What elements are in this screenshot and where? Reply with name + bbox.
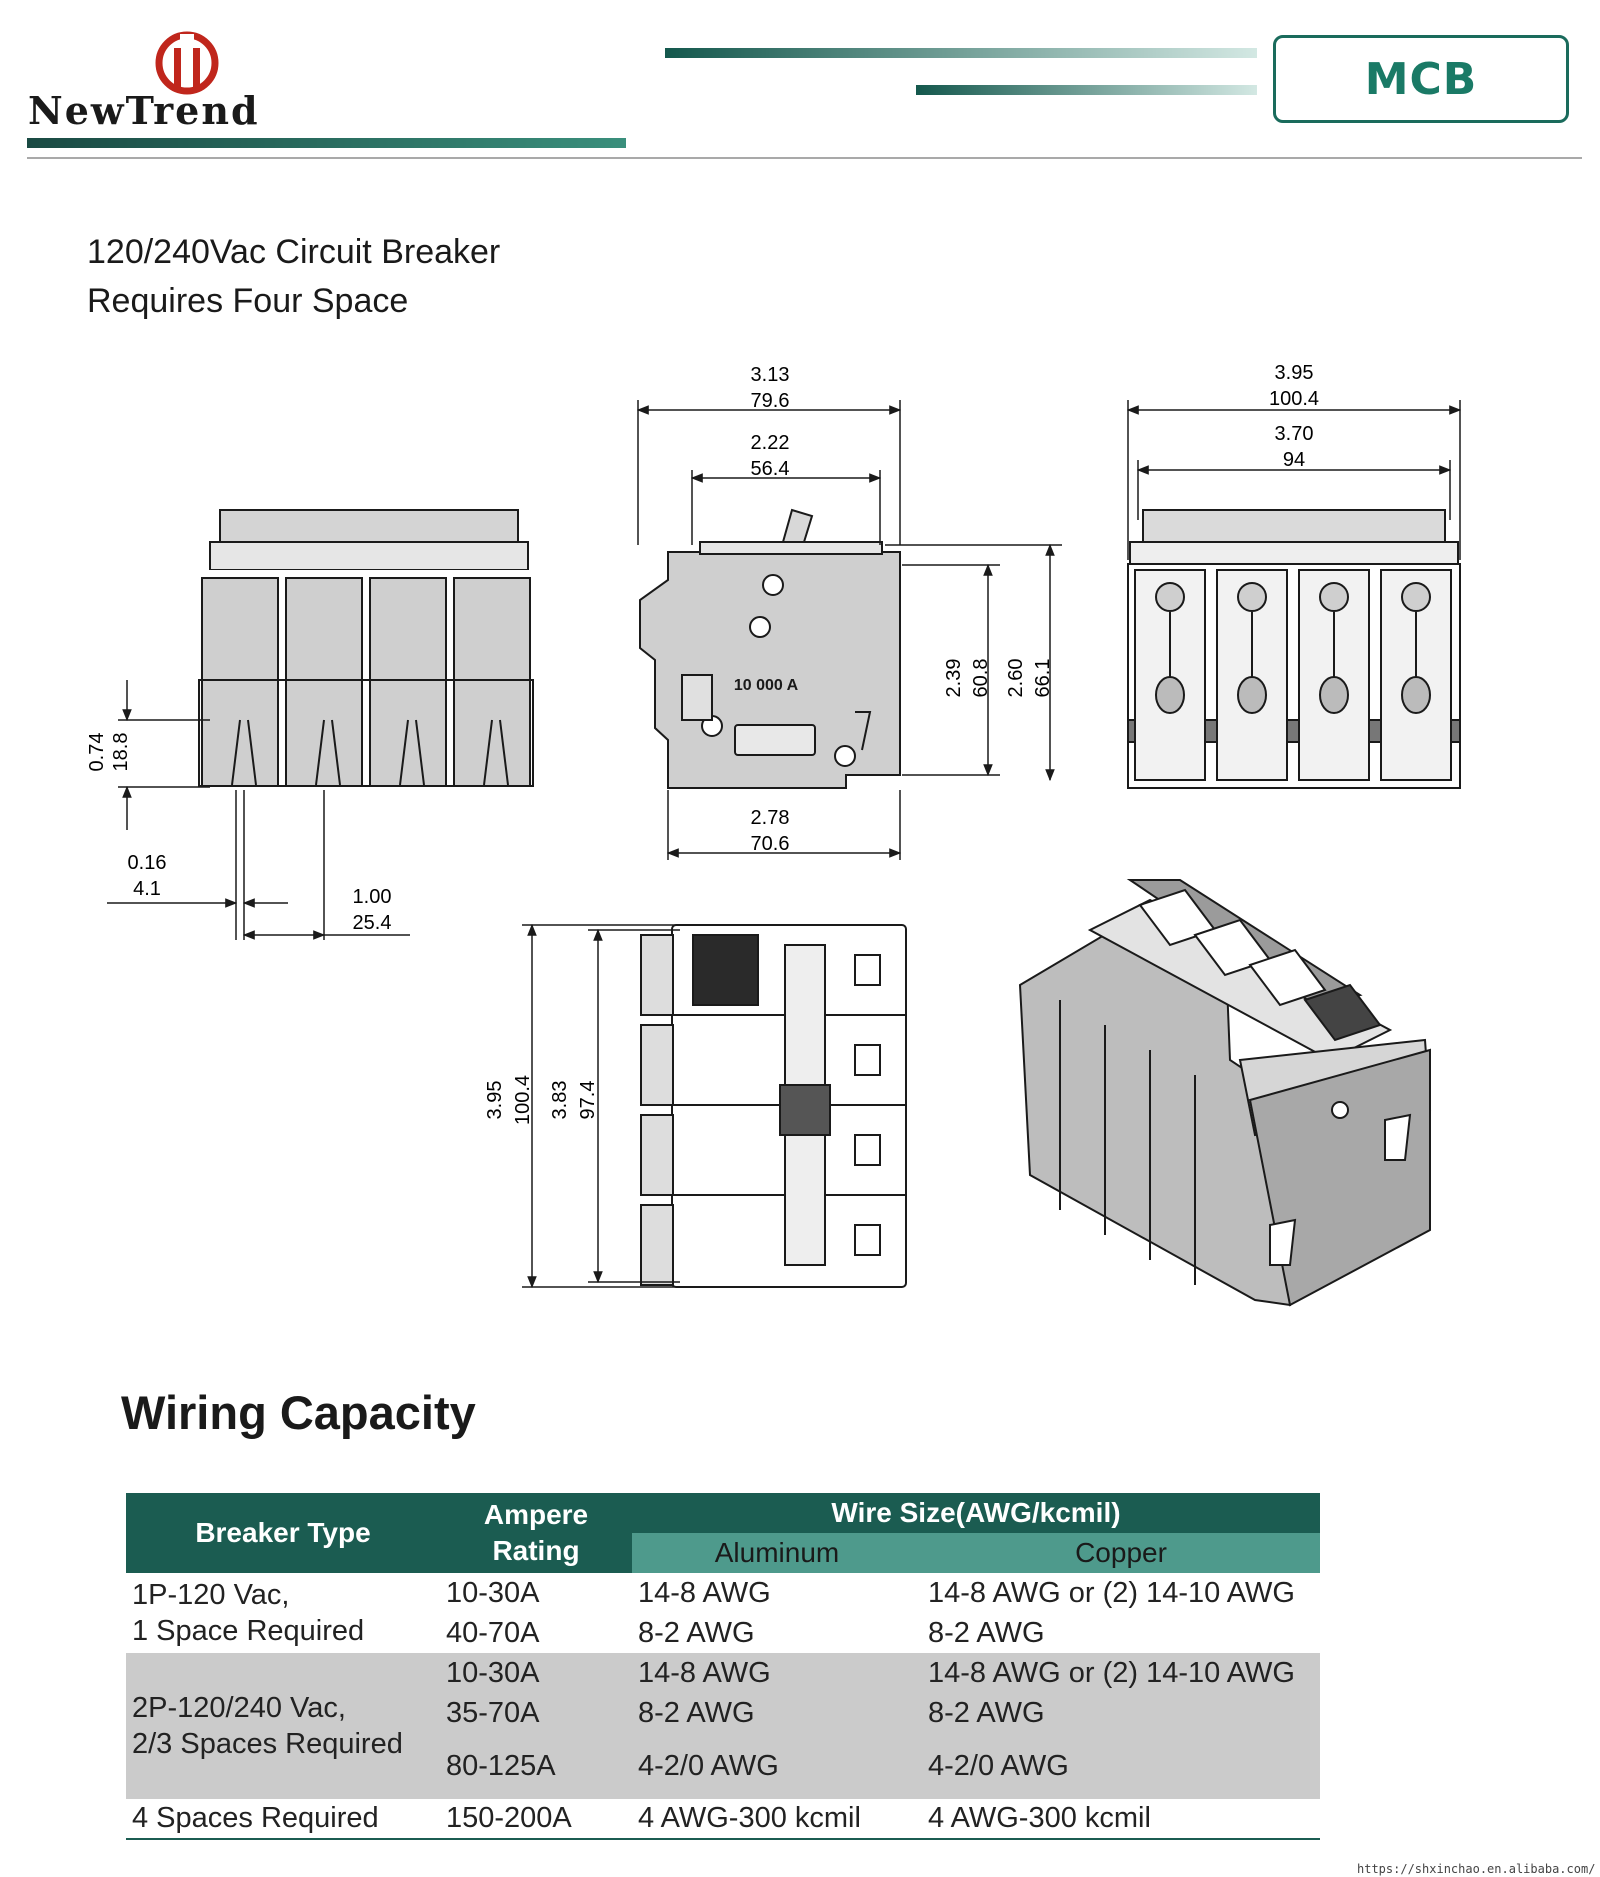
ampere-cell: 40-70A (446, 1616, 540, 1649)
newtrend-logo-icon (155, 31, 219, 95)
dim-front-overall-width-mm: 79.6 (751, 390, 790, 412)
front-view-dimensions (636, 400, 1062, 860)
header-aluminum: Aluminum (632, 1533, 922, 1573)
header-ampere-rating: Ampere Rating (440, 1493, 632, 1573)
dim-end-overall-width-inch: 3.95 (1275, 362, 1314, 384)
aluminum-cell: 8-2 AWG (632, 1693, 922, 1733)
top-view-dimensions (522, 923, 680, 1289)
ampere-cell: 10-30A (440, 1653, 632, 1693)
aluminum-cell: 8-2 AWG (638, 1616, 755, 1649)
intro-line-1: 120/240Vac Circuit Breaker (87, 233, 501, 271)
aluminum-cell: 4 AWG-300 kcmil (638, 1802, 861, 1834)
front-view-rating-label: 10 000 A (734, 677, 799, 694)
source-url: https://shxinchao.en.alibaba.com/ (1357, 1862, 1596, 1876)
table-row: 4 Spaces Required 150-200A 4 AWG-300 kcm… (126, 1799, 1320, 1839)
copper-cell: 4-2/0 AWG (922, 1733, 1320, 1799)
intro-line-2: Requires Four Space (87, 282, 409, 320)
dim-side-gap-inch: 0.16 (128, 852, 167, 874)
copper-cell: 14-8 AWG or (2) 14-10 AWG (922, 1653, 1320, 1693)
aluminum-cell: 14-8 AWG (638, 1576, 771, 1609)
end-view-drawing (1127, 509, 1461, 789)
side-view-dimensions (107, 680, 410, 940)
header-graphics (27, 31, 1582, 159)
brand-name: NewTrend (28, 88, 260, 133)
copper-cell: 14-8 AWG or (2) 14-10 AWG (928, 1576, 1295, 1609)
breaker-isometric-icon (1018, 879, 1432, 1307)
copper-cell: 8-2 AWG (928, 1616, 1045, 1649)
intro-text: 120/240Vac Circuit Breaker Requires Four… (87, 228, 500, 326)
dim-front-total-height-mm: 66.1 (1032, 659, 1054, 698)
dim-front-base-width-mm: 70.6 (751, 833, 790, 855)
dim-front-inner-width-mm: 56.4 (751, 458, 790, 480)
dim-end-overall-width-mm: 100.4 (1269, 388, 1319, 410)
dim-side-gap-mm: 4.1 (133, 878, 161, 900)
ampere-cell: 150-200A (446, 1802, 572, 1834)
header-breaker-type: Breaker Type (126, 1493, 440, 1573)
dim-side-pitch-mm: 25.4 (353, 912, 392, 934)
mcb-badge-label: MCB (1364, 53, 1478, 105)
table-row: 35-70A 8-2 AWG 8-2 AWG (126, 1693, 1320, 1733)
dim-top-inner-depth-inch: 3.83 (549, 1081, 571, 1120)
dim-side-pitch-inch: 1.00 (353, 886, 392, 908)
header-bar-middle (916, 85, 1257, 95)
breaker-type-cell: 1P-120 Vac, 1 Space Required (132, 1579, 365, 1647)
table-row: 80-125A 4-2/0 AWG 4-2/0 AWG (126, 1733, 1320, 1799)
front-view-drawing (639, 508, 901, 789)
wiring-capacity-table: Breaker Type Ampere Rating Wire Size(AWG… (126, 1493, 1320, 1840)
aluminum-cell: 4-2/0 AWG (632, 1733, 922, 1799)
ampere-cell: 35-70A (440, 1693, 632, 1733)
technical-drawings: 0.74 18.8 0.16 4.1 1.00 25.4 10 000 A 3.… (86, 362, 1462, 1307)
top-view-drawing (640, 924, 907, 1288)
dim-top-inner-depth-mm: 97.4 (577, 1081, 599, 1120)
dim-top-overall-depth-inch: 3.95 (484, 1081, 506, 1120)
dim-front-base-width-inch: 2.78 (751, 807, 790, 829)
dim-end-inner-width-inch: 3.70 (1275, 423, 1314, 445)
end-view-dimensions (1126, 400, 1462, 560)
dim-front-height-mm: 60.8 (970, 659, 992, 698)
table-row: 2P-120/240 Vac, 2/3 Spaces Required 10-3… (126, 1653, 1320, 1799)
dim-side-height-inch: 0.74 (86, 733, 108, 772)
table-row: 1P-120 Vac, 1 Space Required 10-30A 14-8… (126, 1573, 1320, 1648)
side-view-drawing (198, 509, 534, 787)
dim-end-inner-width-mm: 94 (1283, 449, 1305, 471)
aluminum-cell: 14-8 AWG (632, 1653, 922, 1693)
header-divider (27, 157, 1582, 159)
breaker-type-cell: 2P-120/240 Vac, 2/3 Spaces Required (126, 1653, 440, 1799)
dim-front-height-inch: 2.39 (943, 659, 965, 698)
dim-front-total-height-inch: 2.60 (1005, 659, 1027, 698)
table-row: 40-70A 8-2 AWG 8-2 AWG (126, 1613, 1320, 1653)
header-bar-left (27, 138, 626, 148)
copper-cell: 4 AWG-300 kcmil (928, 1802, 1151, 1834)
breaker-type-cell: 4 Spaces Required (132, 1802, 379, 1834)
dim-side-height-mm: 18.8 (110, 733, 132, 772)
dim-front-overall-width-inch: 3.13 (751, 364, 790, 386)
dim-front-inner-width-inch: 2.22 (751, 432, 790, 454)
dim-top-overall-depth-mm: 100.4 (512, 1075, 534, 1125)
header-wire-size: Wire Size(AWG/kcmil) (632, 1493, 1320, 1533)
header-copper: Copper (922, 1533, 1320, 1573)
mcb-badge: MCB (1273, 35, 1569, 123)
ampere-cell: 80-125A (440, 1733, 632, 1799)
wiring-capacity-title: Wiring Capacity (121, 1386, 476, 1439)
copper-cell: 8-2 AWG (922, 1693, 1320, 1733)
ampere-cell: 10-30A (446, 1576, 540, 1609)
header-bar-top (665, 48, 1257, 58)
